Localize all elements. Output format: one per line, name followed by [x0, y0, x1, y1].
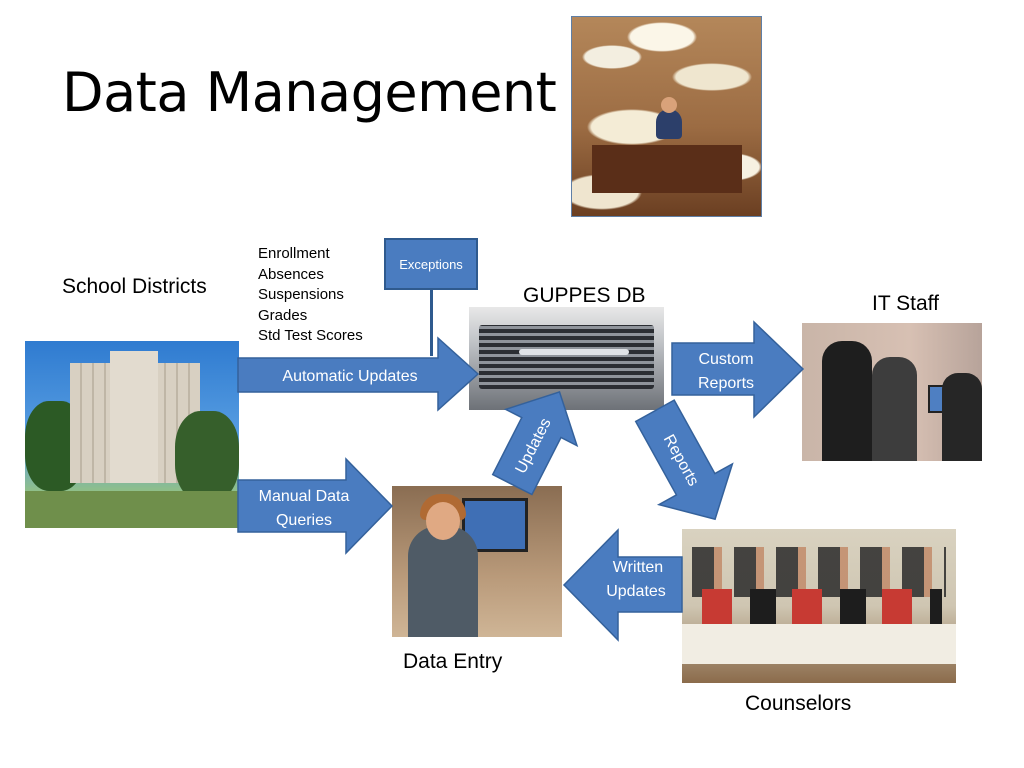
automatic-updates-text: Automatic Updates [282, 368, 417, 385]
custom-reports-text: Reports [698, 375, 754, 392]
custom-reports-arrow [672, 322, 803, 417]
written-updates-text: Written [613, 559, 663, 576]
written-updates-text: Updates [606, 583, 666, 600]
manual-data-queries-text: Queries [276, 512, 332, 529]
custom-reports-text: Custom [698, 351, 753, 368]
manual-data-queries-text: Manual Data [259, 488, 350, 505]
manual-data-queries-arrow [238, 459, 392, 553]
